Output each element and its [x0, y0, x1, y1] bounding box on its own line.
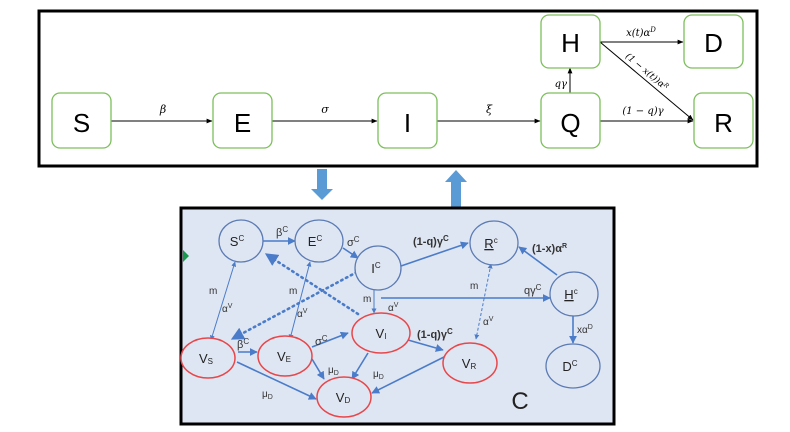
- edge-VI-VR: [407, 339, 444, 352]
- bottom-model-panel: βC σC (1-q)γC (1-x)αR qγC xαD βC σC (1-q…: [179, 206, 616, 426]
- node-E: E: [212, 92, 273, 149]
- node-H: H: [540, 14, 601, 69]
- svg-text:IC: IC: [371, 261, 381, 276]
- edge-VI-VD: [351, 352, 369, 380]
- up-arrow: [445, 170, 467, 207]
- label-beta: β: [159, 103, 166, 116]
- node-Q: Q: [540, 92, 601, 149]
- panel-label: C: [511, 388, 528, 415]
- svg-text:VE: VE: [277, 349, 291, 364]
- label-alpha-v-i: αV: [388, 302, 399, 314]
- node-SC: SC: [218, 219, 264, 263]
- svg-text:VI: VI: [376, 326, 387, 341]
- svg-text:H: H: [561, 28, 580, 58]
- down-arrow: [311, 169, 333, 200]
- label-m-i: m: [363, 294, 371, 305]
- svg-text:Hc: Hc: [564, 287, 577, 302]
- node-EC: EC: [294, 219, 344, 263]
- label-xi: ξ: [486, 103, 493, 116]
- edge-VR-VD: [371, 355, 447, 394]
- label-sigma: σ: [321, 103, 329, 116]
- label-beta-c: βC: [276, 225, 288, 239]
- label-q-gamma: qγ: [555, 79, 567, 90]
- svg-text:R: R: [714, 108, 733, 138]
- svg-text:D: D: [704, 28, 723, 58]
- svg-text:EC: EC: [308, 234, 323, 249]
- node-VS: VS: [180, 337, 236, 379]
- node-R: R: [693, 92, 754, 149]
- label-mu-d-vi: μD: [373, 369, 384, 381]
- svg-text:S: S: [73, 108, 90, 138]
- node-D: D: [683, 14, 744, 69]
- green-indicator-icon: [183, 250, 189, 262]
- node-HC: Hc: [549, 271, 599, 317]
- node-IC: IC: [354, 245, 402, 291]
- edge-IC-RC: [400, 241, 469, 267]
- svg-text:Q: Q: [560, 108, 580, 138]
- edge-VI-SC-dotted: [264, 252, 360, 316]
- label-sigma-c: σC: [347, 235, 360, 249]
- label-death-rate: x(t)αD: [626, 26, 656, 39]
- edge-EC-IC: [342, 247, 359, 259]
- svg-text:E: E: [234, 108, 251, 138]
- label-beta-c-v: βC: [237, 337, 249, 351]
- node-RC: Rc: [469, 220, 519, 266]
- node-VR: VR: [442, 342, 498, 384]
- edge-VE-VD: [311, 358, 325, 380]
- label-x-alpha-d: xαD: [577, 324, 593, 336]
- label-1mq-gamma-c-top: (1-q)γC: [413, 234, 449, 248]
- edge-RC-VR: [474, 263, 493, 340]
- label-m-e: m: [289, 286, 297, 297]
- label-alpha-v-r: αV: [483, 316, 494, 328]
- svg-text:I: I: [404, 108, 411, 138]
- svg-text:Rc: Rc: [484, 236, 497, 251]
- label-recovery-rate-Q: (1 − q)γ: [622, 106, 663, 117]
- edge-EC-VE: [288, 261, 312, 340]
- edge-VS-VD: [236, 361, 317, 400]
- node-VI: VI: [351, 312, 411, 354]
- svg-text:VD: VD: [336, 390, 351, 405]
- label-m-r: m: [470, 281, 478, 292]
- edge-SC-VS: [209, 261, 237, 341]
- label-mu-d-vs: μD: [262, 389, 273, 401]
- label-alpha-v-e: αV: [297, 308, 308, 320]
- label-q-gamma-c: qγC: [524, 283, 542, 297]
- label-1mq-gamma-c-v: (1-q)γC: [417, 327, 453, 341]
- node-S: S: [51, 92, 112, 149]
- svg-text:DC: DC: [562, 359, 577, 374]
- label-1mx-alpha-r: (1-x)αR: [532, 243, 567, 255]
- label-sigma-c-v: σC: [315, 334, 328, 348]
- edge-VE-VI: [311, 331, 349, 348]
- node-DC: DC: [545, 343, 601, 389]
- label-alpha-v-s: αV: [222, 303, 233, 315]
- edge-HC-RC: [518, 246, 558, 276]
- edge-IC-VS-dotted: [230, 270, 359, 341]
- node-VD: VD: [316, 376, 372, 418]
- node-I: I: [377, 92, 438, 149]
- svg-text:VS: VS: [199, 351, 213, 366]
- node-VE: VE: [257, 335, 313, 377]
- svg-text:SC: SC: [230, 234, 245, 249]
- label-mu-d-ve: μD: [328, 365, 339, 377]
- svg-text:VR: VR: [462, 356, 477, 371]
- edge-H-R: [599, 41, 694, 121]
- top-model-panel: β σ ξ qγ x(t)αD (1 − x(t))αR (1 − q)γ S …: [37, 9, 759, 168]
- label-m-s: m: [209, 286, 217, 297]
